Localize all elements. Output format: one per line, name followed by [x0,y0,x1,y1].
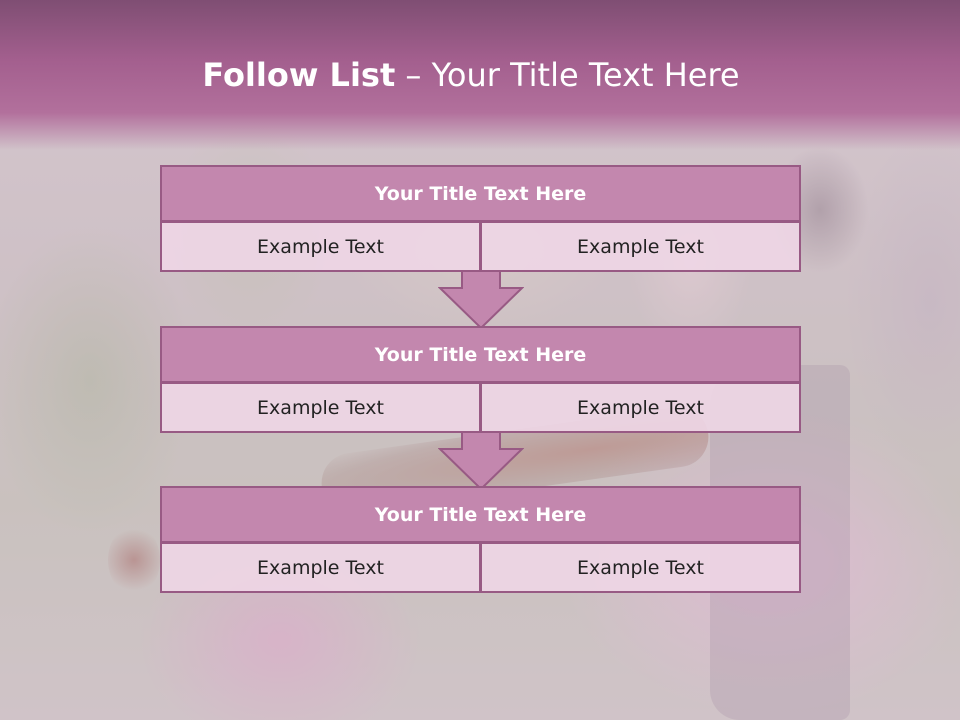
slide-title-bold: Follow List [202,56,396,94]
down-arrow-icon [438,432,524,491]
down-arrow-icon [438,271,524,330]
block-cell-right: Example Text [480,542,801,593]
block-cell-left: Example Text [160,221,481,272]
block-title: Your Title Text Here [160,326,801,383]
slide-title-rest: – Your Title Text Here [395,56,740,94]
background-violin-scroll [108,525,160,595]
follow-block-2: Your Title Text Here Example Text Exampl… [160,326,801,433]
block-cell-left: Example Text [160,382,481,433]
header-band [0,0,960,150]
block-title: Your Title Text Here [160,165,801,222]
follow-block-3: Your Title Text Here Example Text Exampl… [160,486,801,593]
block-cell-right: Example Text [480,382,801,433]
slide-title: Follow List – Your Title Text Here [0,56,942,94]
follow-block-1: Your Title Text Here Example Text Exampl… [160,165,801,272]
block-title: Your Title Text Here [160,486,801,543]
block-cell-right: Example Text [480,221,801,272]
block-cell-left: Example Text [160,542,481,593]
